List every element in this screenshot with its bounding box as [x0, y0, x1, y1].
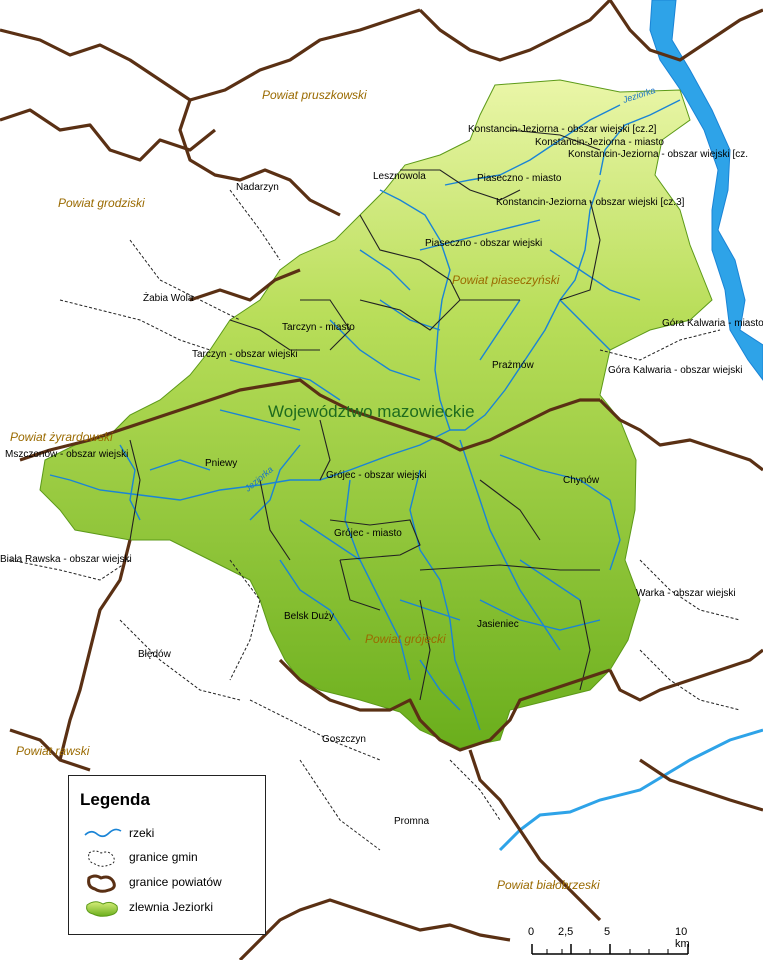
- legend-item-county-borders: granice powiatów: [81, 872, 261, 894]
- legend-item-label: granice gmin: [129, 850, 198, 864]
- municipality-label: Pniewy: [205, 458, 237, 469]
- municipality-label: Biała Rawska - obszar wiejski: [0, 554, 132, 565]
- municipality-label: Jasieniec: [477, 619, 519, 630]
- municipality-label: Lesznowola: [373, 171, 426, 182]
- scale-bar: 0 2,5 5 10 km: [520, 922, 700, 958]
- municipality-label: Grójec - miasto: [334, 528, 402, 539]
- scale-tick-label: 10 km: [675, 926, 690, 950]
- municipality-label: Piaseczno - miasto: [477, 173, 562, 184]
- scale-tick-label: 5: [604, 926, 611, 938]
- vistula-river: [649, 0, 763, 381]
- municipality-label: Chynów: [563, 475, 600, 486]
- municipality-boundaries-inner: [129, 129, 601, 701]
- municipality-label: Góra Kalwaria - obszar wiejski: [608, 365, 743, 376]
- municipality-label: Tarczyn - obszar wiejski: [192, 349, 298, 360]
- municipality-boundary-icon: [88, 850, 115, 867]
- municipality-label: Warka - obszar wiejski: [636, 588, 736, 599]
- county-label: Powiat białobrzeski: [497, 878, 600, 892]
- municipality-label: Grójec - obszar wiejski: [326, 470, 427, 481]
- county-label: Powiat grójecki: [365, 632, 446, 646]
- municipality-label: Żabia Wola: [143, 291, 194, 304]
- legend-item-label: zlewnia Jeziorki: [129, 900, 214, 914]
- river-line-icon: [84, 828, 122, 838]
- municipality-label: Konstancin-Jeziorna - obszar wiejski [cz…: [568, 149, 748, 160]
- legend-item-municipality-borders: granice gmin: [81, 847, 261, 869]
- legend: Legenda rzeki granice gmin granice powia…: [68, 775, 266, 935]
- legend-item-rivers: rzeki: [81, 823, 261, 845]
- municipality-label: Konstancin-Jeziorna - obszar wiejski [cz…: [496, 197, 685, 208]
- scale-tick-label: 2,5: [558, 926, 574, 938]
- county-label: Powiat żyrardowski: [10, 430, 113, 444]
- county-label: Powiat pruszkowski: [262, 88, 367, 102]
- municipality-label: Piaseczno - obszar wiejski: [425, 238, 542, 249]
- municipality-label: Promna: [394, 816, 429, 827]
- municipality-label: Prażmów: [492, 360, 534, 371]
- legend-item-label: granice powiatów: [129, 875, 222, 889]
- municipality-label: Góra Kalwaria - miasto: [662, 318, 763, 329]
- municipality-label: Tarczyn - miasto: [282, 322, 355, 333]
- county-label: Powiat grodziski: [58, 196, 145, 210]
- municipality-label: Mszczonów - obszar wiejski: [5, 449, 128, 460]
- municipality-label: Konstancin-Jeziorna - obszar wiejski [cz…: [468, 124, 657, 135]
- county-label: Powiat piaseczyński: [452, 273, 560, 287]
- municipality-label: Belsk Duży: [284, 611, 334, 622]
- legend-item-label: rzeki: [129, 826, 155, 840]
- scale-bar-ruler: [531, 944, 689, 955]
- catchment-area: [39, 79, 713, 749]
- municipality-label: Błędów: [138, 649, 172, 660]
- rivers: [49, 99, 681, 731]
- county-boundary-icon: [87, 874, 116, 893]
- municipality-label: Konstancin-Jeziorna - miasto: [535, 137, 664, 148]
- catchment-area-icon: [86, 901, 118, 917]
- scale-tick-label: 0: [528, 926, 535, 938]
- municipality-boundaries: [9, 189, 741, 851]
- river-bottom: [498, 728, 763, 852]
- legend-item-catchment: zlewnia Jeziorki: [81, 897, 261, 919]
- municipality-labels: Konstancin-Jeziorna - obszar wiejski [cz…: [0, 124, 763, 827]
- voivodeship-label: Województwo mazowieckie: [268, 402, 475, 421]
- municipality-label: Nadarzyn: [236, 182, 279, 193]
- municipality-label: Goszczyn: [322, 734, 366, 745]
- county-label: Powiat rawski: [16, 744, 90, 758]
- legend-title: Legenda: [80, 790, 150, 809]
